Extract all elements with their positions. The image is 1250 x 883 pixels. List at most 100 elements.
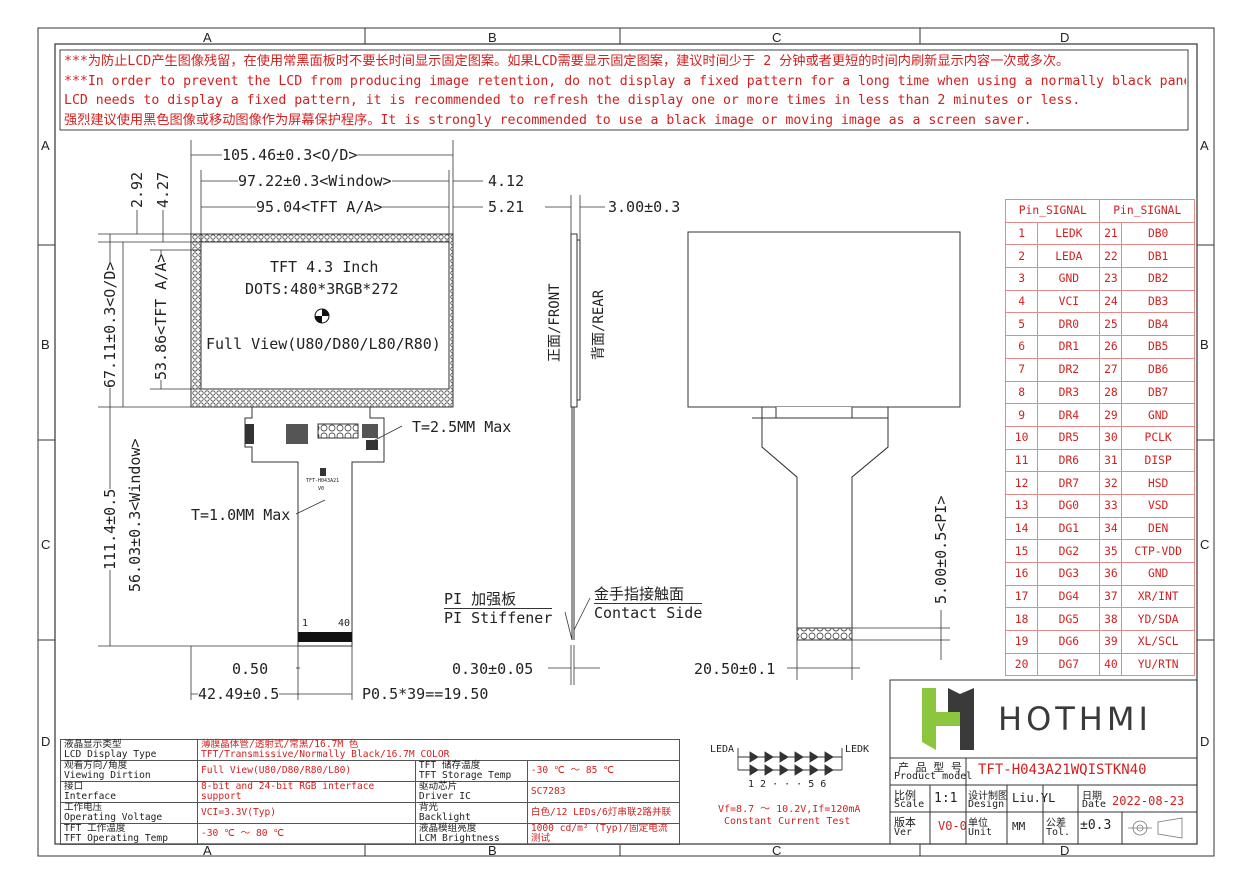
pin-signal: YD/SDA [1121,607,1195,632]
pin-signal: YU/RTN [1121,652,1195,677]
zone-row-c: C [41,537,51,552]
model-label-cn: 产 品 型 号 [898,761,962,774]
warning-line-en2: LCD needs to display a fixed pattern, it… [64,93,1081,108]
zone-col-c-bottom: C [772,843,782,858]
dim-od-width: 105.46±0.3<O/D> [222,146,358,164]
pin-signal: GND [1121,562,1195,586]
dim-aa-height: 53.86<TFT A/A> [152,253,170,380]
pin-signal: DG2 [1037,539,1101,563]
zone-row-a-right: A [1200,138,1209,153]
design-label-en: Design [968,799,1005,810]
tol-value: ±0.3 [1080,818,1112,833]
pi-stiffener-en: PI Stiffener [444,608,553,627]
pin-signal: DR1 [1037,335,1101,359]
spec-label-cn: TFT 工作温度 [64,823,126,834]
zone-row-b-right: B [1200,337,1209,352]
spec-label-cn: 工作电压 [64,802,103,813]
pi-stiffener-cn: PI 加强板 [444,590,517,608]
zone-col-b: B [488,30,497,45]
pin-signal: DB2 [1121,267,1195,291]
pin-number: 19 [1004,630,1039,654]
pin-signal: DB7 [1121,380,1195,405]
led-ledk: LEDK [845,744,870,755]
warning-line-saver: 强烈建议使用黑色图像或移动图像作为屏幕保护程序。It is strongly r… [64,112,1032,128]
pin-signal: DB5 [1121,335,1195,359]
pin-number: 16 [1004,562,1039,586]
pin-number: 22 [1099,244,1123,269]
front-title: TFT 4.3 Inch [270,258,379,276]
spec-label-en: Backlight [418,812,471,823]
date-label-en: Date [1082,799,1107,810]
dim-aa-width: 95.04<TFT A/A> [256,198,383,216]
pin-signal: GND [1121,403,1195,427]
pin-signal: DEN [1121,516,1195,541]
dim-tail-width: 20.50±0.1 [694,660,776,678]
pin-last: 40 [338,618,351,629]
dim-fpc-thickness: T=1.0MM Max [191,506,291,524]
pin-signal: VSD [1121,493,1195,518]
warning-box [59,49,1189,131]
contact-side-cn: 金手指接触面 [594,585,685,603]
led-vf: Vf=8.7 ～ 10.2V,If=120mA [718,804,861,815]
pin-signal: DR4 [1037,403,1101,427]
spec-value: Full View(U80/D80/R80/L80) [197,760,416,782]
date-value: 2022-08-23 [1112,794,1185,808]
pin-number: 2 [1004,244,1039,269]
spec-value: -30 ℃ ～ 80 ℃ [197,823,416,845]
ver-label-en: Ver [894,827,913,838]
pin-number: 33 [1099,493,1123,518]
pin-signal: HSD [1121,471,1195,495]
pin-number: 32 [1099,471,1123,495]
pin-signal: DG4 [1037,584,1101,609]
pin-number: 17 [1004,584,1039,609]
dim-total-height: 111.4±0.5 [101,488,119,570]
zone-row-d: D [41,734,51,749]
zone-row-a: A [41,138,50,153]
dim-top-offset-2: 4.27 [154,171,172,208]
pin-number: 27 [1099,357,1123,382]
pin-number: 14 [1004,516,1039,541]
outer-frame [37,27,1215,857]
dim-fpc-t: 0.30±0.05 [452,660,534,678]
pin-signal: DB4 [1121,312,1195,337]
model-number: TFT-H043A21WQISTKN40 [978,762,1147,778]
design-label-cn: 设计制图 [968,791,1008,802]
dim-pitch: P0.5*39==19.50 [362,685,489,703]
spec-value: 8-bit and 24-bit RGB interface support [197,781,416,803]
pin-signal: DR6 [1037,448,1101,473]
pin-signal: DISP [1121,448,1195,473]
spec-label-en: Interface [64,791,116,802]
pin-number: 26 [1099,335,1123,359]
pin-number: 39 [1099,630,1123,654]
dim-pin-width: 0.50 [232,660,269,678]
pin-signal: PCLK [1121,425,1195,450]
spec-value-2: 白色/12 LEDs/6灯串联2路并联 [526,802,681,824]
spec-label-en: Viewing Dirtion [64,770,151,781]
pin-signal: LEDA [1037,244,1101,269]
model-label-en: Product model [894,771,973,782]
spec-value-2: -30 ℃ ～ 85 ℃ [526,760,681,782]
pin-signal: DB1 [1121,244,1195,269]
spec-label-cn: 背光 [418,802,439,813]
pin-signal: GND [1037,267,1101,291]
warning-line-cn: ***为防止LCD产生图像残留，在使用常黑面板时不要长时间显示固定图案。如果LC… [64,54,1070,69]
dim-left-offset: 42.49±0.5 [198,685,280,703]
pin-number: 30 [1099,425,1123,450]
pin-number: 5 [1004,312,1039,337]
pin-number: 29 [1099,403,1123,427]
